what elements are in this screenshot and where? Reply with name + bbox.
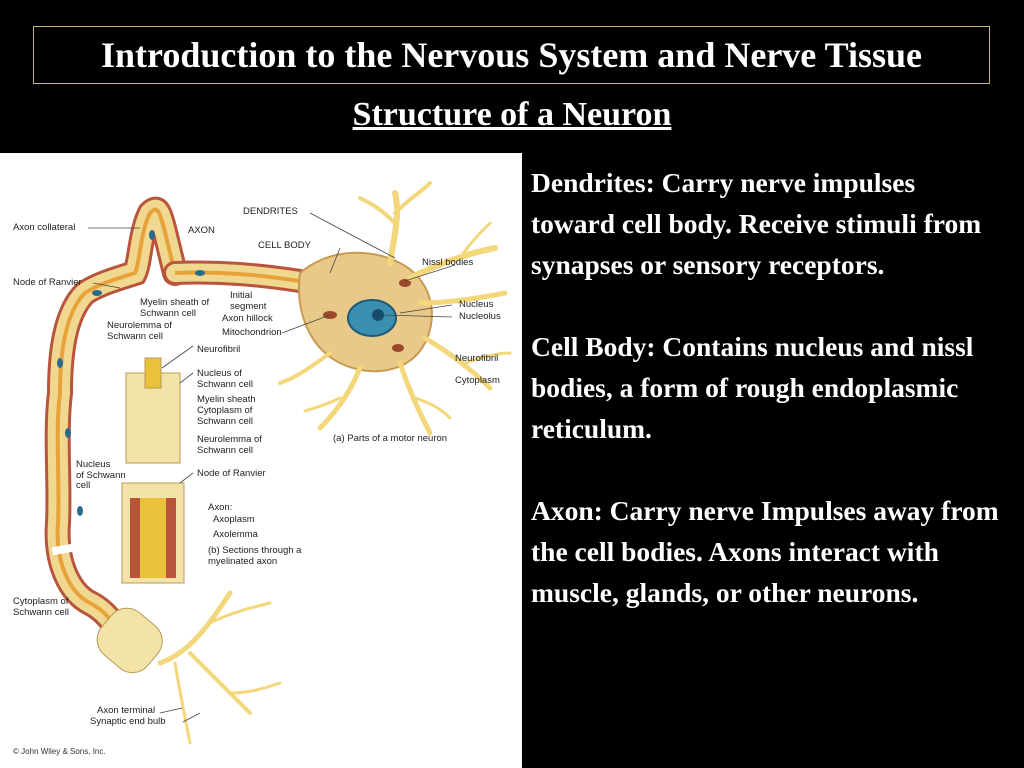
axon-section xyxy=(96,357,185,674)
slide-title: Introduction to the Nervous System and N… xyxy=(100,35,923,75)
label-nucleus-schwann: Nucleus of Schwann cell xyxy=(197,368,253,390)
label-axon-terminal: Axon terminal xyxy=(97,705,156,716)
label-synaptic-end-bulb: Synaptic end bulb xyxy=(90,716,166,727)
label-axon-sections: Axon: xyxy=(208,502,233,513)
label-leaders xyxy=(88,212,456,723)
axon-terminal xyxy=(157,590,282,745)
paragraph-cell-body: Cell Body: Contains nucleus and nissl bo… xyxy=(531,331,974,444)
caption-a: (a) Parts of a motor neuron xyxy=(333,433,448,444)
label-nucleus-of-schwann-cell: Nucleus of Schwann cell xyxy=(76,459,126,491)
label-nissl-bodies: Nissl bodies xyxy=(422,257,474,268)
myelinated-axon xyxy=(44,196,312,666)
title-frame: Introduction to the Nervous System and N… xyxy=(33,26,990,84)
copyright-notice: © John Wiley & Sons, Inc. xyxy=(13,747,106,756)
label-myelin-sheath: Myelin sheath xyxy=(197,394,256,405)
label-cell-body: CELL BODY xyxy=(258,240,311,251)
label-nucleolus: Nucleolus xyxy=(459,311,501,322)
neuron-description: Dendrites: Carry nerve impulses toward c… xyxy=(531,162,1001,654)
cell-body xyxy=(298,251,433,373)
slide-subtitle: Structure of a Neuron xyxy=(352,96,672,133)
label-cytoplasm: Cytoplasm xyxy=(455,375,500,386)
caption-b: (b) Sections through a myelinated axon xyxy=(208,545,302,567)
label-cytoplasm-schwann-2: Cytoplasm of Schwann cell xyxy=(13,596,69,618)
neuron-diagram: Axon collateral AXON DENDRITES CELL BODY… xyxy=(0,153,522,768)
paragraph-axon: Axon: Carry nerve Impulses away from the… xyxy=(531,495,999,608)
dendrites xyxy=(278,181,512,436)
label-nucleus: Nucleus xyxy=(459,299,494,310)
label-axoplasm: Axoplasm xyxy=(213,514,255,525)
label-neurolemma-schwann: Neurolemma of Schwann cell xyxy=(107,320,172,342)
label-neurolemma-schwann-2: Neurolemma of Schwann cell xyxy=(197,434,262,456)
label-cytoplasm-schwann: Cytoplasm of Schwann cell xyxy=(197,405,253,427)
label-myelin-sheath-schwann: Myelin sheath of Schwann cell xyxy=(140,297,210,319)
paragraph-dendrites: Dendrites: Carry nerve impulses toward c… xyxy=(531,167,982,280)
label-neurofibril-left: Neurofibril xyxy=(197,344,241,355)
label-node-of-ranvier: Node of Ranvier xyxy=(13,277,82,288)
label-mitochondrion: Mitochondrion xyxy=(222,327,282,338)
label-axon-hillock: Axon hillock xyxy=(222,313,273,324)
label-axolemma: Axolemma xyxy=(213,529,258,540)
neuron-illustration xyxy=(44,181,512,745)
label-dendrites: DENDRITES xyxy=(243,206,298,217)
label-initial-segment: Initial segment xyxy=(230,290,267,312)
label-node-of-ranvier-2: Node of Ranvier xyxy=(197,468,266,479)
label-neurofibril-right: Neurofibril xyxy=(455,353,499,364)
label-axon: AXON xyxy=(188,225,215,236)
label-axon-collateral: Axon collateral xyxy=(13,222,76,233)
